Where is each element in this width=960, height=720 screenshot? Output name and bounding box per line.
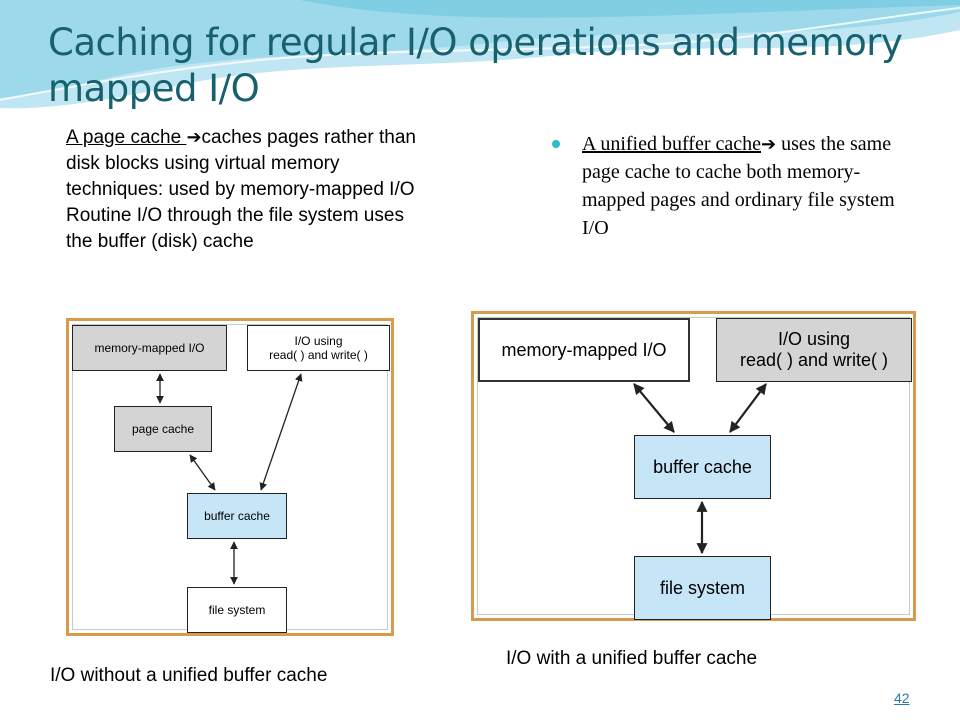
right-bullet-list: A unified buffer cache➔ uses the same pa…	[552, 130, 912, 242]
left-diagram-caption: I/O without a unified buffer cache	[50, 665, 328, 686]
header-wave-decoration	[0, 0, 960, 109]
buffer-cache-box: buffer cache	[634, 435, 771, 499]
right-arrow-icon: ➔	[761, 134, 777, 154]
unified-buffer-cache-bullet: A unified buffer cache➔ uses the same pa…	[552, 130, 912, 242]
io-read-write-box: I/O using read( ) and write( )	[716, 318, 912, 382]
buffer-cache-box: buffer cache	[187, 493, 287, 539]
page-cache-term: A page cache	[66, 127, 187, 148]
unified-buffer-cache-description: uses the same page cache to cache both m…	[582, 133, 895, 239]
file-system-box: file system	[634, 556, 771, 620]
right-diagram-caption: I/O with a unified buffer cache	[506, 648, 758, 669]
left-diagram-arrows	[156, 373, 303, 585]
left-paragraph: A page cache ➔caches pages rather than d…	[66, 124, 426, 255]
page-cache-description: caches pages rather than disk blocks usi…	[66, 127, 416, 200]
page-number: 42	[894, 690, 910, 706]
bullet-dot-icon	[552, 140, 560, 148]
right-arrow-icon: ➔	[186, 127, 202, 147]
unified-buffer-cache-term: A unified buffer cache	[582, 133, 761, 155]
page-cache-box: page cache	[114, 406, 212, 452]
diagram-with-unified-cache: memory-mapped I/O I/O using read( ) and …	[471, 311, 916, 621]
io-read-write-box: I/O using read( ) and write( )	[247, 325, 390, 371]
memory-mapped-io-box: memory-mapped I/O	[478, 318, 690, 382]
memory-mapped-io-box: memory-mapped I/O	[72, 325, 227, 371]
right-diagram-arrows	[633, 383, 767, 555]
slide-title: Caching for regular I/O operations and m…	[48, 21, 903, 110]
diagram-without-unified-cache: memory-mapped I/O I/O using read( ) and …	[66, 318, 394, 636]
file-system-box: file system	[187, 587, 287, 633]
routine-io-description: Routine I/O through the file system uses…	[66, 205, 404, 252]
